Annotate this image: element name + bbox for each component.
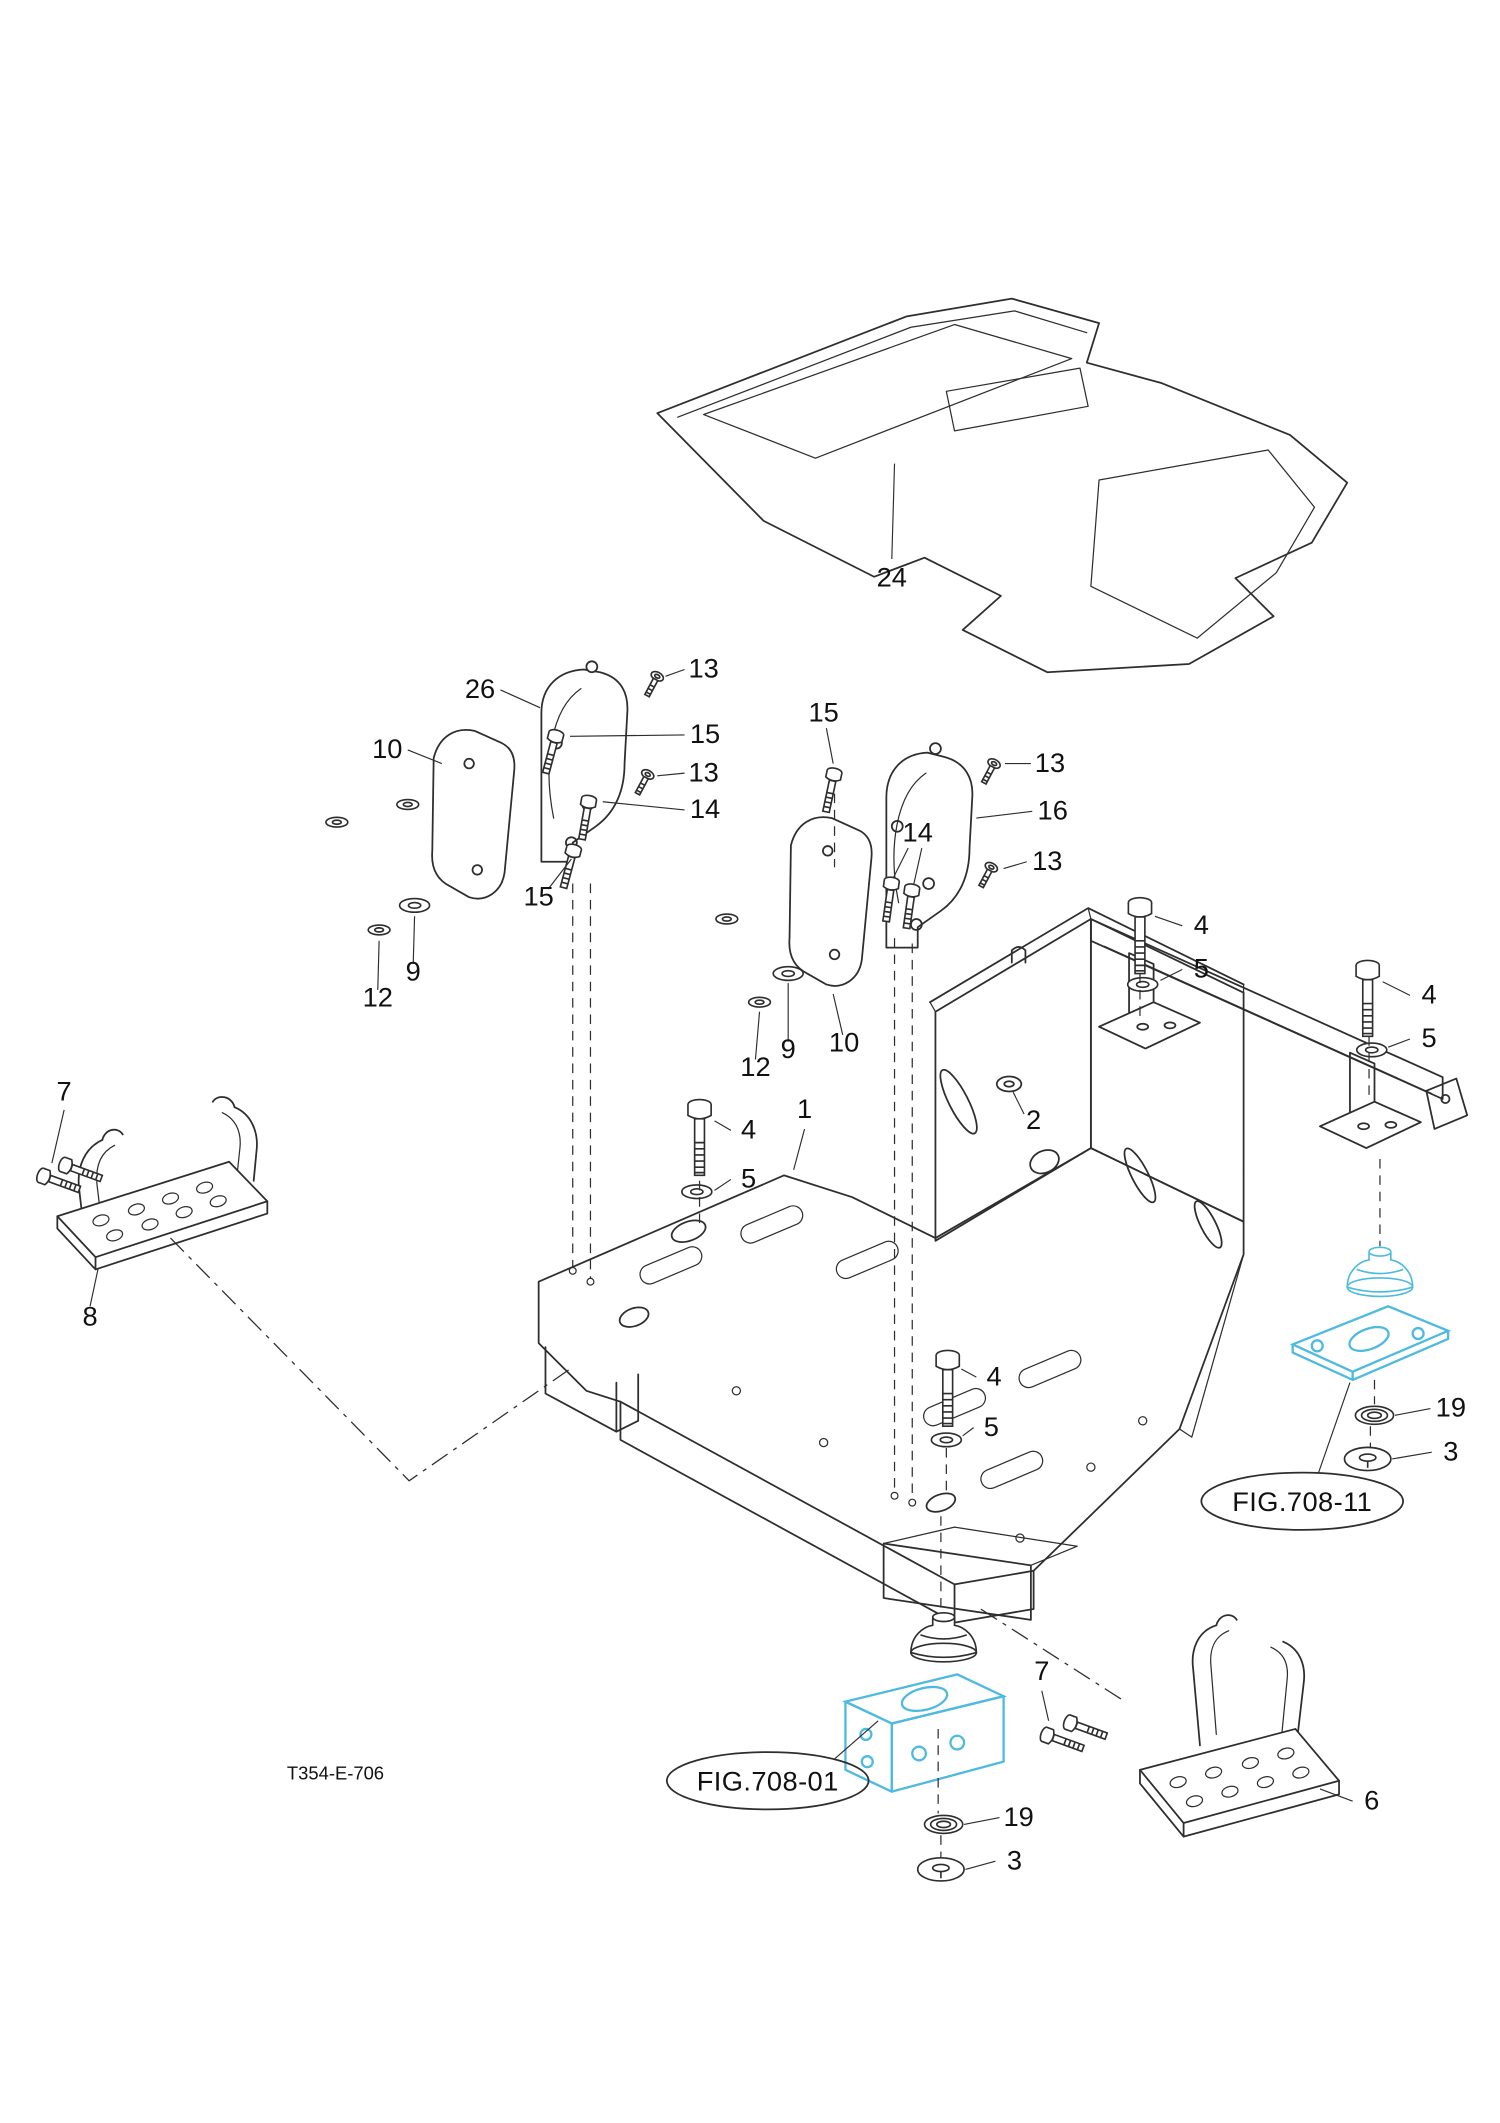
callout-4-1: 4 bbox=[1194, 909, 1209, 940]
washer-part-5-floor-front bbox=[930, 1432, 963, 1448]
callout-14-1: 14 bbox=[690, 793, 720, 824]
fig-ref-708-01-label[interactable]: FIG.708-01 bbox=[697, 1765, 839, 1796]
screw-part-13-a bbox=[640, 668, 666, 700]
drawing-code: T354-E-706 bbox=[287, 1762, 384, 1783]
callout-12-2: 12 bbox=[740, 1051, 770, 1082]
washer-part-19-bottom bbox=[923, 1814, 964, 1835]
cushion-mount-right bbox=[1346, 1246, 1414, 1298]
step-assembly-part-6 bbox=[1139, 1614, 1340, 1838]
callout-15-3: 15 bbox=[523, 880, 553, 911]
step-assembly-part-8 bbox=[56, 1096, 269, 1271]
callout-4-4: 4 bbox=[986, 1360, 1001, 1391]
washer-part-9-right bbox=[772, 966, 804, 982]
callout-3-1: 3 bbox=[1443, 1435, 1458, 1466]
bolt-part-7-right-a bbox=[1037, 1725, 1087, 1757]
bolt-part-4-rail-right bbox=[1355, 959, 1380, 1037]
washer-part-12-right bbox=[747, 996, 772, 1008]
mount-bracket-fig-708-01 bbox=[841, 1673, 1008, 1793]
callout-7-2: 7 bbox=[1034, 1655, 1049, 1686]
callout-26: 26 bbox=[465, 673, 495, 704]
bolt-part-15-c bbox=[555, 842, 583, 891]
callout-2: 2 bbox=[1026, 1104, 1041, 1135]
callout-9-1: 9 bbox=[406, 955, 421, 986]
callout-16: 16 bbox=[1038, 794, 1068, 825]
callout-13-3: 13 bbox=[1035, 747, 1065, 778]
leader-lines bbox=[51, 463, 1432, 1870]
fig-ref-708-11[interactable]: FIG.708-11 bbox=[1200, 1471, 1405, 1531]
assembly-axis-lines bbox=[170, 793, 1381, 1858]
cover-panel-part-10-left bbox=[431, 729, 516, 900]
callout-10-1: 10 bbox=[372, 733, 402, 764]
bolt-part-15-b bbox=[818, 766, 844, 815]
callout-4-3: 4 bbox=[741, 1114, 756, 1145]
callout-5-1: 5 bbox=[1194, 953, 1209, 984]
callout-7-1: 7 bbox=[57, 1075, 72, 1106]
callout-3-2: 3 bbox=[1007, 1844, 1022, 1875]
screw-part-13-c bbox=[977, 756, 1003, 787]
callout-13-1: 13 bbox=[688, 653, 718, 684]
callout-5-3: 5 bbox=[741, 1163, 756, 1194]
callout-6: 6 bbox=[1364, 1784, 1379, 1815]
screw-part-13-b bbox=[631, 767, 657, 798]
washer-part-5-rail-right bbox=[1356, 1042, 1388, 1058]
bolt-part-14-b1 bbox=[878, 875, 901, 924]
bolt-part-4-floor-front bbox=[935, 1349, 960, 1427]
washer-part-5-rail-left bbox=[1127, 976, 1159, 992]
cap-part-3-bottom bbox=[917, 1857, 965, 1882]
mount-plate-fig-708-11 bbox=[1289, 1246, 1452, 1382]
callout-10-2: 10 bbox=[829, 1026, 859, 1057]
bolt-part-14-a bbox=[573, 793, 598, 842]
cap-part-3-right bbox=[1343, 1446, 1392, 1472]
callout-24: 24 bbox=[877, 561, 907, 592]
callout-15-1: 15 bbox=[690, 718, 720, 749]
bolt-part-7-right-b bbox=[1061, 1713, 1110, 1744]
platform-assembly-part-1 bbox=[537, 907, 1469, 1624]
fig-ref-708-01[interactable]: FIG.708-01 bbox=[665, 1751, 870, 1811]
washer-part-12-right-upper bbox=[715, 913, 739, 925]
callout-13-2: 13 bbox=[688, 756, 718, 787]
plug-part-2 bbox=[995, 1075, 1023, 1093]
callout-1: 1 bbox=[797, 1093, 812, 1124]
callout-19-2: 19 bbox=[1003, 1801, 1033, 1832]
callout-15-2: 15 bbox=[808, 696, 838, 727]
callout-12-1: 12 bbox=[363, 981, 393, 1012]
callout-5-4: 5 bbox=[984, 1411, 999, 1442]
callout-19-1: 19 bbox=[1436, 1392, 1466, 1423]
floor-mat-part-24 bbox=[656, 297, 1349, 674]
callout-labels: 24 26 13 10 15 13 14 15 13 16 14 13 15 1… bbox=[57, 561, 1466, 1875]
washer-part-9-left-upper bbox=[396, 798, 420, 811]
screw-part-13-d bbox=[974, 859, 1000, 891]
washer-part-9-left bbox=[398, 897, 431, 913]
callout-13-4: 13 bbox=[1032, 845, 1062, 876]
washer-part-19-right bbox=[1354, 1405, 1395, 1426]
bolt-part-14-b2 bbox=[898, 882, 921, 930]
callout-14-2: 14 bbox=[903, 816, 933, 847]
washer-part-12-left bbox=[367, 924, 391, 936]
washer-part-5-floor-left bbox=[681, 1184, 713, 1200]
callout-4-2: 4 bbox=[1421, 979, 1436, 1010]
washer-part-12-left-upper bbox=[325, 816, 349, 828]
bolt-part-4-floor-left bbox=[687, 1098, 712, 1177]
bolt-part-15-a bbox=[537, 727, 566, 776]
fig-ref-708-11-label[interactable]: FIG.708-11 bbox=[1232, 1486, 1372, 1517]
cover-panel-part-10-right bbox=[788, 816, 873, 987]
callout-9-2: 9 bbox=[781, 1033, 796, 1064]
callout-5-2: 5 bbox=[1421, 1022, 1436, 1053]
callout-8: 8 bbox=[82, 1300, 97, 1331]
